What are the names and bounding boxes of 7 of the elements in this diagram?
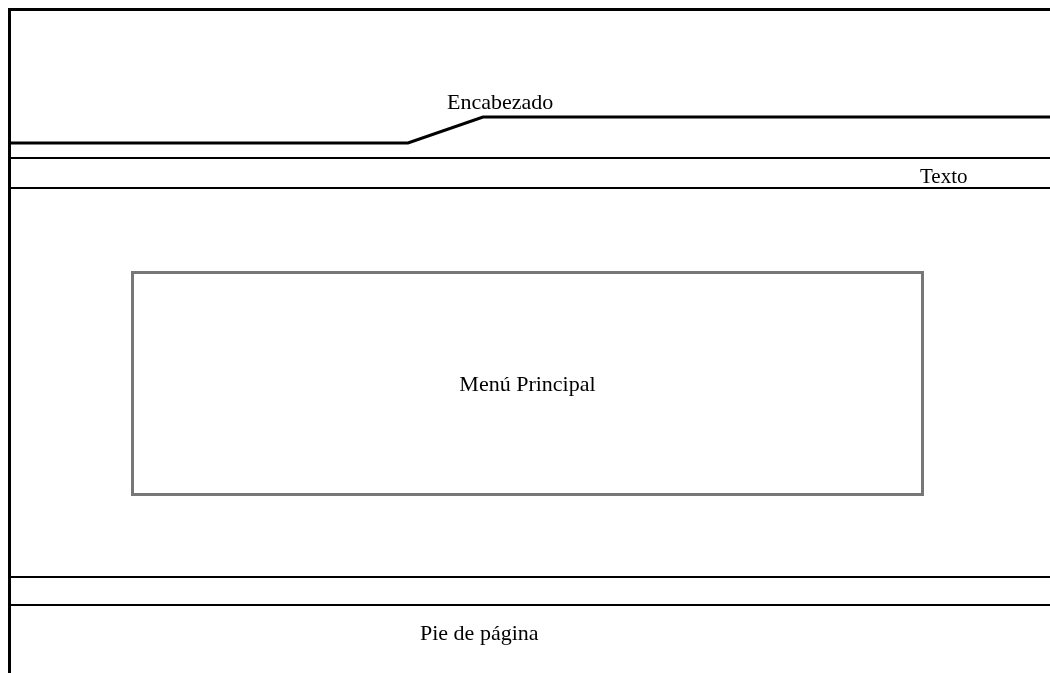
header-label: Encabezado xyxy=(447,89,554,114)
menu-label: Menú Principal xyxy=(459,370,596,398)
footer-label: Pie de página xyxy=(420,620,539,645)
header-region xyxy=(10,8,1050,142)
band-label: Texto xyxy=(920,164,968,188)
text-band xyxy=(10,157,1050,189)
menu-box xyxy=(131,271,924,496)
